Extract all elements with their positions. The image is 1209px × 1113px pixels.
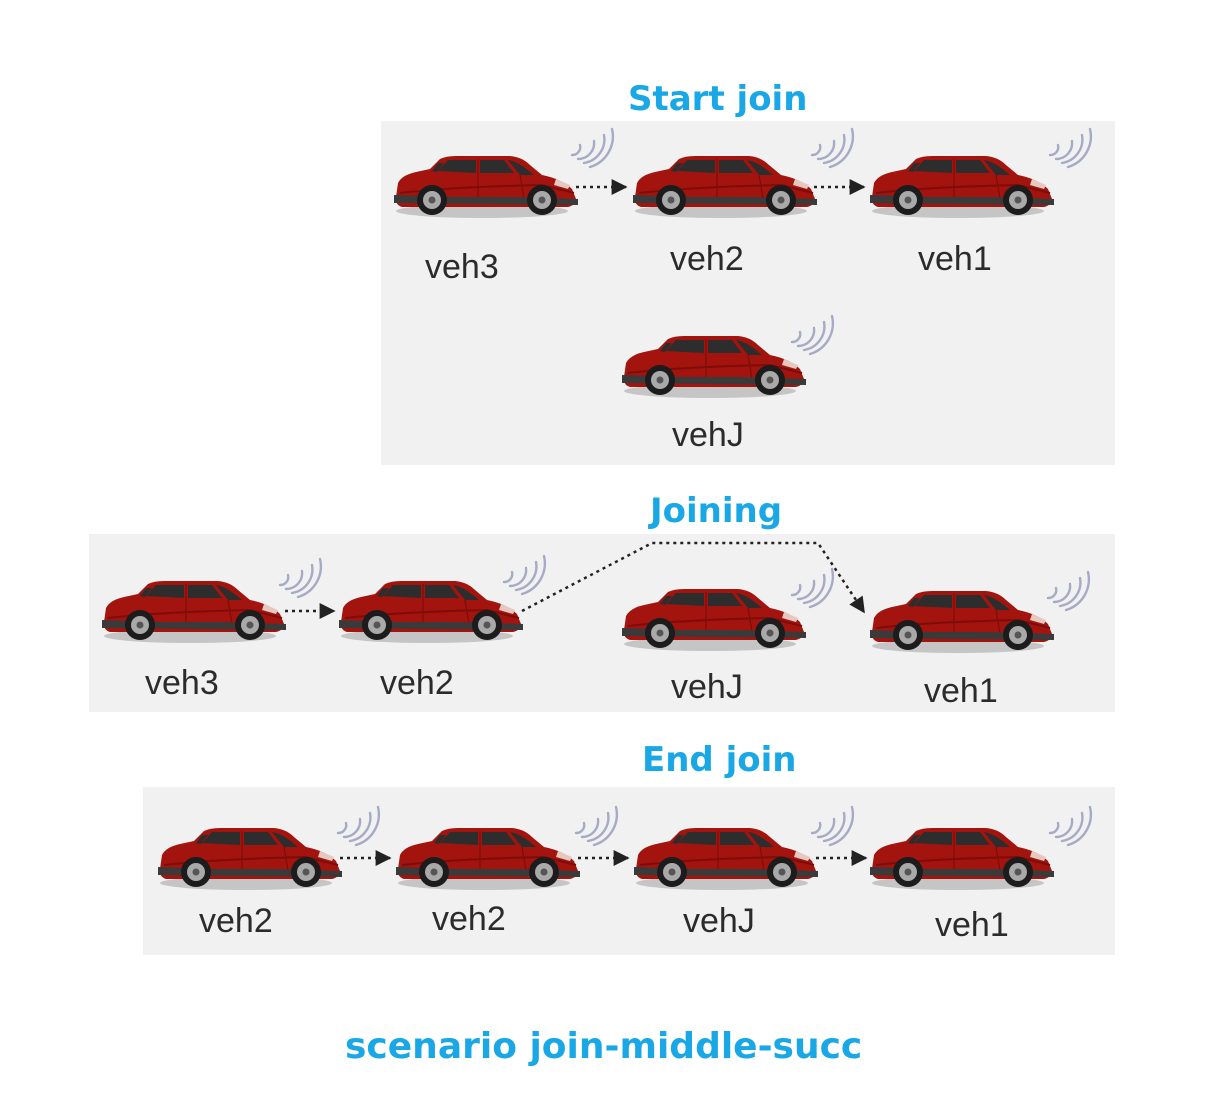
signal-icon [278, 557, 323, 599]
vehicle-label: veh3 [145, 664, 219, 702]
car-veh1-end [869, 827, 1055, 891]
car-vehJ-start [621, 335, 807, 399]
signal-icon [1046, 570, 1091, 612]
car-veh3-joining [101, 580, 287, 644]
vehicle-label: veh2 [199, 902, 273, 940]
vehicle-label: veh2 [432, 900, 506, 938]
vehicle-label: vehJ [671, 668, 743, 706]
scenario-title: scenario join-middle-succ [345, 1026, 863, 1067]
vehicle-label: veh2 [670, 240, 744, 278]
start-join-title: Start join [628, 79, 808, 119]
signal-icon [1048, 127, 1093, 169]
signal-icon [790, 567, 835, 609]
signal-icon [574, 805, 619, 847]
signal-icon [570, 127, 615, 169]
car-veh2-end [157, 827, 343, 891]
car-vehJ-joining [621, 588, 807, 652]
vehicle-label: veh1 [924, 672, 998, 710]
car-veh2-start [632, 155, 818, 219]
vehicle-label: veh1 [918, 240, 992, 278]
signal-icon [810, 127, 855, 169]
signal-icon [1048, 805, 1093, 847]
car-veh1-joining [869, 590, 1055, 654]
car-veh3-start [393, 155, 579, 219]
car-veh2-joining [338, 580, 524, 644]
vehicle-label: vehJ [683, 902, 755, 940]
car-veh1-start [869, 155, 1055, 219]
signal-icon [336, 805, 381, 847]
vehicle-label: veh1 [935, 906, 1009, 944]
joining-title: Joining [650, 491, 783, 531]
car-veh2-end-second [395, 827, 581, 891]
vehicle-label: vehJ [672, 416, 744, 454]
vehicle-label: veh3 [425, 248, 499, 286]
signal-icon [502, 554, 547, 596]
vehicle-label: veh2 [380, 664, 454, 702]
signal-icon [790, 314, 835, 356]
car-vehJ-end [633, 827, 819, 891]
end-join-title: End join [642, 740, 797, 780]
signal-icon [810, 805, 855, 847]
